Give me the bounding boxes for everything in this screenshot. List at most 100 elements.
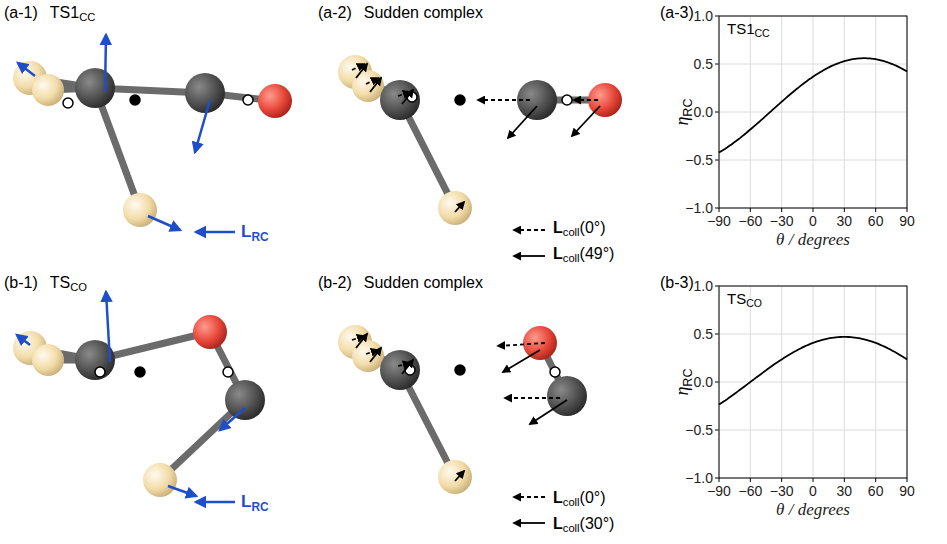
- subscript: RC: [681, 98, 695, 116]
- plot-line: [715, 208, 719, 209]
- axis-label: θ / degrees: [776, 500, 850, 520]
- plot-line: [715, 334, 719, 335]
- label-group: (a-1) TS1CC: [4, 4, 95, 24]
- panel-tag: (b-3): [660, 274, 694, 291]
- angle-value: (0°): [580, 489, 606, 506]
- plot-line: [715, 430, 719, 431]
- tick-label: −90: [707, 483, 731, 499]
- vector-symbol: L: [553, 219, 563, 236]
- label-group: (b-3): [660, 274, 694, 292]
- label-group: (b-1) TSCO: [4, 274, 87, 294]
- label-group: LRC: [241, 492, 269, 514]
- plot-line: [781, 286, 782, 478]
- plot-line: [907, 208, 908, 212]
- plot-line: [715, 112, 719, 113]
- label-group: Lcoll(0°): [553, 489, 606, 509]
- plot-line: [844, 208, 845, 212]
- subscript: RC: [681, 368, 695, 386]
- plot-line: [781, 478, 782, 482]
- plot-line: [875, 286, 876, 478]
- tick-label: −60: [738, 213, 762, 229]
- label-group: TSCO: [727, 290, 762, 309]
- plot-line: [781, 16, 782, 208]
- tick-label: 90: [899, 483, 915, 499]
- label-group: ηRC: [672, 368, 695, 395]
- subscript: coll: [563, 226, 580, 238]
- plot-line: [719, 478, 720, 482]
- plot-line: [715, 382, 719, 383]
- vector-symbol: L: [553, 489, 563, 506]
- angle-value: (0°): [580, 219, 606, 236]
- eta-curve: [719, 58, 907, 152]
- plot-line: [715, 16, 719, 17]
- plot-line: [719, 208, 720, 212]
- subscript: coll: [563, 522, 580, 534]
- tick-label: 0.0: [694, 104, 713, 120]
- axis-symbol: η: [672, 117, 692, 126]
- tick-label: −0.5: [685, 152, 713, 168]
- tick-label: 0: [809, 213, 817, 229]
- plot-line: [781, 208, 782, 212]
- tick-label: 90: [899, 213, 915, 229]
- plot-line: [907, 478, 908, 482]
- subscript: CO: [70, 281, 87, 293]
- plot-label: TS: [727, 290, 746, 307]
- plot-line: [715, 160, 719, 161]
- plot-line: [715, 478, 719, 479]
- tick-label: 0: [809, 483, 817, 499]
- plot-line: [813, 286, 814, 478]
- tick-label: 1.0: [694, 8, 713, 24]
- plot-line: [813, 478, 814, 482]
- tick-label: 30: [837, 213, 853, 229]
- plot-line: [750, 478, 751, 482]
- subscript: RC: [251, 230, 268, 244]
- plot-line: [844, 16, 845, 208]
- tick-label: −30: [770, 483, 794, 499]
- plot-line: [875, 16, 876, 208]
- structure-name: TS: [50, 274, 70, 291]
- subscript: CC: [79, 11, 95, 23]
- tick-label: 0.5: [694, 326, 713, 342]
- plot-frame: [719, 286, 907, 478]
- tick-label: 60: [868, 213, 884, 229]
- structure-name: TS1: [50, 4, 79, 21]
- eta-curve: [719, 337, 907, 405]
- subscript: coll: [563, 496, 580, 508]
- label-group: (a-3): [660, 4, 694, 22]
- tick-label: 0.5: [694, 56, 713, 72]
- plot-line: [875, 478, 876, 482]
- panel-tag: (a-3): [660, 4, 694, 21]
- plot-label: TS1: [727, 20, 755, 37]
- plot-line: [813, 16, 814, 208]
- plot-line: [844, 478, 845, 482]
- panel-title: Sudden complex: [364, 4, 483, 21]
- subscript: CO: [746, 297, 762, 309]
- tick-label: 30: [837, 483, 853, 499]
- label-group: (b-2) Sudden complex: [318, 274, 483, 292]
- plot-line: [715, 286, 719, 287]
- plot-frame: [719, 16, 907, 208]
- panel-tag: (a-1): [4, 4, 38, 21]
- vector-symbol: L: [553, 515, 563, 532]
- tick-label: 1.0: [694, 278, 713, 294]
- tick-label: −30: [770, 213, 794, 229]
- subscript: coll: [563, 252, 580, 264]
- panel-title: Sudden complex: [364, 274, 483, 291]
- plot-line: [813, 208, 814, 212]
- plot-line: [750, 16, 751, 208]
- panel-tag: (b-2): [318, 274, 352, 291]
- label-group: TS1CC: [727, 20, 770, 39]
- tick-label: −60: [738, 483, 762, 499]
- panel-tag: (b-1): [4, 274, 38, 291]
- axis-label: θ / degrees: [776, 230, 850, 250]
- vector-symbol: L: [241, 492, 251, 511]
- tick-label: 0.0: [694, 374, 713, 390]
- angle-value: (49°): [580, 245, 615, 262]
- panel-tag: (a-2): [318, 4, 352, 21]
- plot-line: [844, 286, 845, 478]
- label-group: ηRC: [672, 98, 695, 125]
- plot-line: [715, 64, 719, 65]
- vector-symbol: L: [241, 222, 251, 241]
- plot-line: [750, 208, 751, 212]
